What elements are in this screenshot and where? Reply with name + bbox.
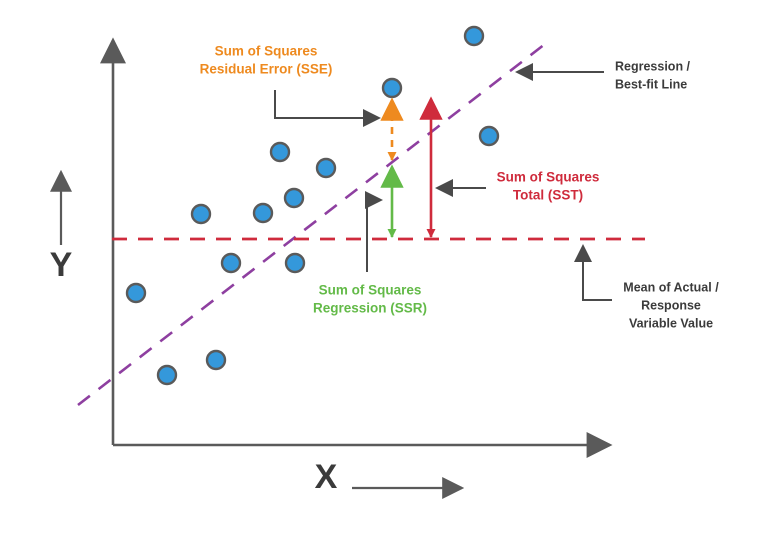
regression-line-annotation: Regression / Best-fit Line — [515, 59, 691, 91]
data-point — [381, 77, 403, 99]
mean-label-line1: Mean of Actual / — [623, 280, 719, 294]
x-axis-label-group: X — [315, 458, 465, 499]
data-point — [205, 349, 227, 371]
data-point — [125, 282, 147, 304]
regression-label-line2: Best-fit Line — [615, 77, 687, 91]
sst-label-line1: Sum of Squares — [497, 170, 600, 185]
scatter-points-group — [125, 25, 500, 386]
data-point — [190, 203, 212, 225]
ssr-label-line2: Regression (SSR) — [313, 301, 427, 316]
y-axis-label-group: Y — [50, 169, 73, 284]
sse-leader-line — [274, 90, 381, 127]
axis-group — [100, 37, 613, 458]
data-point — [220, 252, 242, 274]
sst-annotation: Sum of Squares Total (SST) — [435, 170, 600, 203]
data-point — [252, 202, 274, 224]
sst-label-line2: Total (SST) — [513, 188, 583, 203]
sse-label-line2: Residual Error (SSE) — [200, 62, 333, 77]
data-point — [283, 187, 305, 209]
data-point — [156, 364, 178, 386]
ssr-annotation: Sum of Squares Regression (SSR) — [313, 191, 427, 316]
data-point — [284, 252, 306, 274]
regression-label-line1: Regression / — [615, 59, 691, 73]
data-point — [315, 157, 337, 179]
data-point — [269, 141, 291, 163]
ssr-leader-line — [365, 191, 383, 272]
y-axis-label: Y — [50, 246, 73, 284]
data-point — [478, 125, 500, 147]
regression-best-fit-line — [77, 42, 546, 407]
sse-annotation: Sum of Squares Residual Error (SSE) — [200, 44, 381, 127]
x-axis-label: X — [315, 458, 338, 496]
mean-label-line3: Variable Value — [629, 316, 713, 330]
sse-label-line1: Sum of Squares — [215, 44, 318, 59]
data-point — [463, 25, 485, 47]
mean-leader-line — [574, 244, 612, 301]
ssr-label-line1: Sum of Squares — [319, 283, 422, 298]
mean-label-line2: Response — [641, 298, 701, 312]
mean-line-annotation: Mean of Actual / Response Variable Value — [574, 244, 719, 330]
